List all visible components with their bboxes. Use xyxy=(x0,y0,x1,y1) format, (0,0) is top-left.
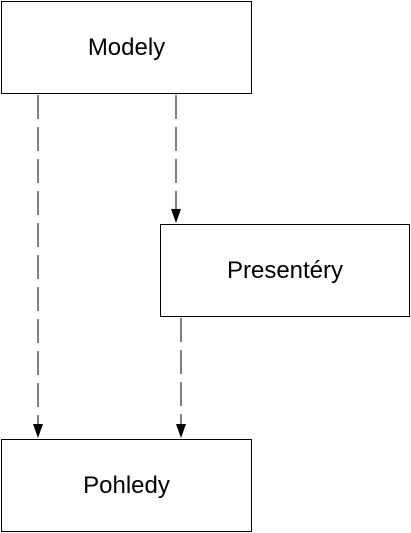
presenters-box: Presentéry xyxy=(160,224,410,317)
models-box: Modely xyxy=(1,1,252,94)
arrowhead-presenters xyxy=(171,209,181,223)
arrowhead-views-left xyxy=(33,424,43,438)
presenters-label: Presentéry xyxy=(226,256,344,284)
views-label: Pohledy xyxy=(83,471,170,499)
views-box: Pohledy xyxy=(1,439,252,532)
arrowhead-views-right xyxy=(176,424,186,438)
models-label: Modely xyxy=(87,33,166,61)
